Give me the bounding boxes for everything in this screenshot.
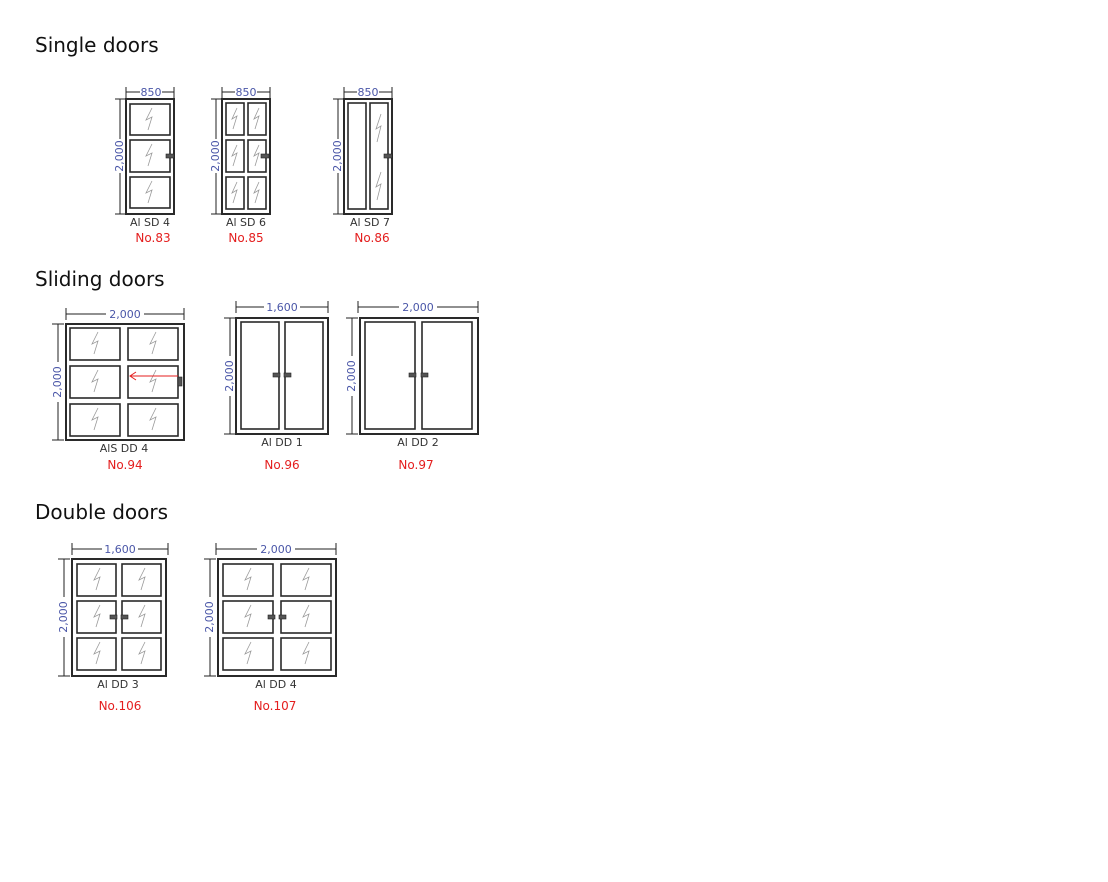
door-code: Al DD 1: [261, 436, 303, 449]
section-title-sliding-doors: Sliding doors: [35, 267, 165, 291]
height-dimension: 2,000: [331, 140, 344, 172]
door-number: No.86: [354, 231, 389, 245]
door-number: No.94: [107, 458, 142, 472]
width-dimension: 1,600: [266, 301, 298, 314]
door-drawing-al-dd-2: 2,000 2,000 Al DD 2 No.97: [345, 300, 479, 472]
height-dimension: 2,000: [57, 601, 70, 633]
door-handle: [177, 376, 183, 387]
width-dimension: 2,000: [402, 301, 434, 314]
door-code: AlS DD 4: [100, 442, 149, 455]
door-code: Al SD 6: [226, 216, 266, 229]
door-code: Al SD 4: [130, 216, 170, 229]
door-drawing-al-dd-1: 1,600 2,000 Al DD 1 No.96: [223, 300, 329, 472]
section-title-single-doors: Single doors: [35, 33, 159, 57]
door-drawing-al-dd-3: 1,600 2,000 Al DD 3 No.106: [57, 542, 169, 713]
width-dimension: 2,000: [260, 543, 292, 556]
slide-direction-arrow: [129, 371, 178, 381]
width-dimension: 850: [236, 86, 257, 99]
door-number: No.83: [135, 231, 170, 245]
door-handle-left: [272, 372, 281, 378]
door-number: No.85: [228, 231, 263, 245]
door-drawing-al-dd-4: 2,000 2,000 Al DD 4 No.107: [203, 542, 337, 713]
door-number: No.106: [99, 699, 142, 713]
door-handle-left: [109, 614, 118, 620]
door-handle: [383, 153, 393, 159]
height-dimension: 2,000: [223, 360, 236, 392]
width-dimension: 850: [141, 86, 162, 99]
height-dimension: 2,000: [345, 360, 358, 392]
door-drawing-al-sd-6: 850 2,000 Al SD 6 No.85: [209, 85, 271, 245]
height-dimension: 2,000: [209, 140, 222, 172]
door-handle-right: [420, 372, 429, 378]
door-handle-right: [283, 372, 292, 378]
door-code: Al DD 3: [97, 678, 139, 691]
door-number: No.97: [398, 458, 433, 472]
door-handle-right: [278, 614, 287, 620]
door-handle: [165, 153, 175, 159]
door-handle-right: [120, 614, 129, 620]
door-handle-left: [267, 614, 276, 620]
height-dimension: 2,000: [203, 601, 216, 633]
section-title-double-doors: Double doors: [35, 500, 169, 524]
door-number: No.107: [254, 699, 297, 713]
door-handle-left: [408, 372, 417, 378]
width-dimension: 2,000: [109, 308, 141, 321]
height-dimension: 2,000: [113, 140, 126, 172]
height-dimension: 2,000: [51, 366, 64, 398]
door-handle: [260, 153, 270, 159]
door-number: No.96: [264, 458, 299, 472]
door-code: Al SD 7: [350, 216, 390, 229]
door-code: Al DD 2: [397, 436, 439, 449]
width-dimension: 850: [358, 86, 379, 99]
width-dimension: 1,600: [104, 543, 136, 556]
door-drawing-al-sd-4: 850 2,000 Al SD 4 No.83: [113, 85, 175, 245]
door-drawing-al-sd-7: 850 2,000 Al SD 7 No.86: [331, 85, 393, 245]
door-drawing-als-dd-4: 2,000 2,000 AlS DD 4 No.94: [51, 307, 185, 472]
door-code: Al DD 4: [255, 678, 297, 691]
